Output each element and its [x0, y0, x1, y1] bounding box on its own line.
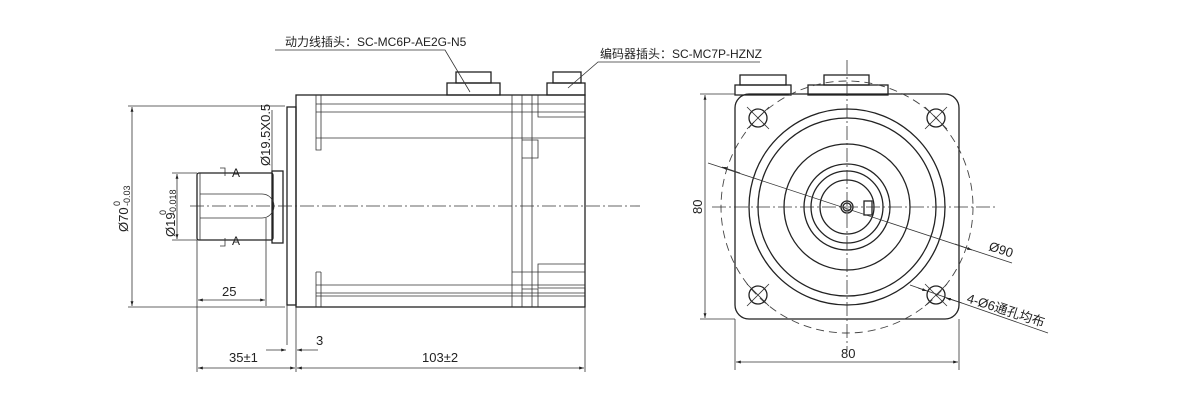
svg-text:0: 0	[112, 201, 122, 206]
motor-body	[295, 94, 586, 308]
section-mark-bottom: A	[232, 234, 240, 248]
shaft-length-dim: 35±1	[229, 350, 258, 365]
power-leader	[275, 49, 471, 93]
encoder-leader	[567, 61, 760, 89]
power-connector-label: 动力线插头：SC-MC6P-AE2G-N5	[285, 35, 467, 49]
connector-top-1	[739, 74, 787, 86]
front-view: 80 80 Ø90 4-Ø6通孔均布	[690, 60, 1049, 370]
keyway	[199, 173, 275, 240]
pilot-diameter-dim: Ø70 0 -0.03	[112, 185, 132, 232]
svg-text:-0.018: -0.018	[168, 189, 178, 215]
encoder-connector-label: 编码器插头：SC-MC7P-HZNZ	[600, 46, 762, 61]
key-length-dim: 25	[222, 284, 236, 299]
front-height-dim: 80	[690, 200, 705, 214]
side-view: 动力线插头：SC-MC6P-AE2G-N5 编码器插头：SC-MC7P-HZNZ…	[112, 35, 762, 372]
svg-text:Ø19: Ø19	[163, 212, 178, 237]
bolt-circle-dim: Ø90	[987, 239, 1015, 261]
mounting-holes-dim: 4-Ø6通孔均布	[965, 291, 1047, 330]
front-width-dim: 80	[841, 346, 855, 361]
chamfer-dim: Ø19.5X0.5	[258, 104, 273, 166]
mounting-holes	[746, 106, 948, 307]
pilot-boss	[271, 170, 284, 244]
svg-text:-0.03: -0.03	[122, 185, 132, 206]
svg-text:Ø70: Ø70	[116, 207, 131, 232]
body-internal-lines	[315, 95, 586, 307]
svg-text:0: 0	[158, 210, 168, 215]
section-mark-top: A	[232, 166, 240, 180]
shaft	[196, 172, 274, 241]
flange-thickness-dim: 3	[316, 333, 323, 348]
body-length-dim: 103±2	[422, 350, 458, 365]
shaft-diameter-dim: Ø19 0 -0.018	[158, 189, 178, 237]
encoder-connector	[546, 71, 586, 96]
connector-top-2	[823, 74, 870, 86]
power-connector	[446, 71, 501, 96]
